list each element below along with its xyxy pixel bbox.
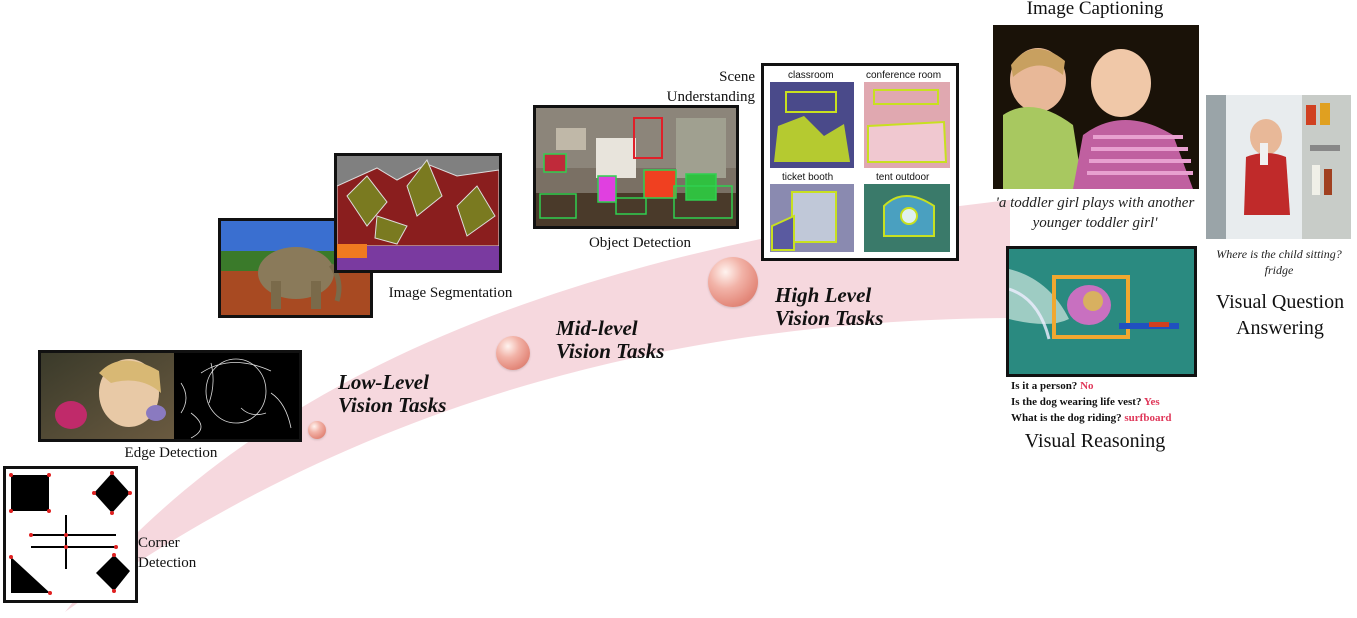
vqa-image	[1206, 95, 1351, 239]
caption-line: 'a toddler girl plays with another	[995, 195, 1195, 211]
tier-line: Mid-level	[556, 316, 638, 340]
scene-sublabel: ticket booth	[782, 172, 833, 183]
reasoning-qa-item: Is the dog wearing life vest? Yes	[1011, 394, 1171, 410]
visual-reasoning-qa-list: Is it a person? No Is the dog wearing li…	[1011, 378, 1171, 426]
tier-line: High Level	[775, 283, 872, 307]
image-captioning-label: Image Captioning	[1026, 0, 1164, 19]
tier-line: Vision Tasks	[556, 339, 665, 363]
visual-reasoning-label: Visual Reasoning	[1024, 430, 1166, 452]
edge-detection-image	[38, 350, 302, 442]
label-line: Detection	[138, 555, 197, 571]
visual-reasoning-image	[1006, 246, 1197, 377]
tier-line: Vision Tasks	[338, 393, 447, 417]
label-line: Answering	[1236, 317, 1324, 339]
vqa-question-line: Where is the child sitting?	[1216, 247, 1342, 261]
scene-sublabel: conference room	[866, 70, 941, 81]
tier-line: Vision Tasks	[775, 306, 884, 330]
scene-understanding-label: Scene Understanding	[655, 67, 755, 107]
reasoning-qa-item: What is the dog riding? surfboard	[1011, 410, 1171, 426]
high-level-marker	[708, 257, 758, 307]
low-level-marker	[308, 421, 326, 439]
corner-detection-image	[3, 466, 138, 603]
reasoning-answer: No	[1080, 380, 1094, 392]
object-detection-label: Object Detection	[588, 235, 692, 251]
reasoning-question: Is the dog wearing life vest?	[1011, 396, 1142, 408]
label-line: Scene	[719, 69, 755, 85]
visual-question-answering-label: Visual Question Answering	[1190, 289, 1357, 341]
caption-line: younger toddler girl'	[1032, 215, 1158, 231]
high-level-tier-label: High Level Vision Tasks	[775, 284, 883, 330]
scene-sublabel: classroom	[788, 70, 834, 81]
vqa-question: Where is the child sitting? fridge	[1193, 246, 1357, 278]
reasoning-question: Is it a person?	[1011, 380, 1078, 392]
reasoning-qa-item: Is it a person? No	[1011, 378, 1171, 394]
corner-detection-label: Corner Detection	[138, 533, 196, 573]
reasoning-answer: Yes	[1143, 396, 1160, 408]
scene-sublabel: tent outdoor	[876, 172, 930, 183]
reasoning-answer: surfboard	[1124, 412, 1172, 424]
segmentation-mask-image	[334, 153, 502, 273]
object-detection-image	[533, 105, 739, 229]
tier-line: Low-Level	[338, 370, 429, 394]
caption-text: 'a toddler girl plays with another young…	[975, 193, 1215, 233]
low-level-tier-label: Low-Level Vision Tasks	[338, 371, 446, 417]
image-captioning-image	[993, 25, 1199, 189]
scene-understanding-image: classroom conference room ticket booth t…	[761, 63, 959, 261]
reasoning-question: What is the dog riding?	[1011, 412, 1122, 424]
vqa-answer-line: fridge	[1264, 263, 1294, 277]
label-line: Corner	[138, 535, 180, 551]
mid-level-tier-label: Mid-level Vision Tasks	[556, 317, 664, 363]
edge-detection-label: Edge Detection	[124, 445, 218, 461]
label-line: Visual Question	[1215, 291, 1345, 313]
mid-level-marker	[496, 336, 530, 370]
label-line: Understanding	[666, 89, 755, 105]
image-segmentation-label: Image Segmentation	[388, 285, 513, 301]
